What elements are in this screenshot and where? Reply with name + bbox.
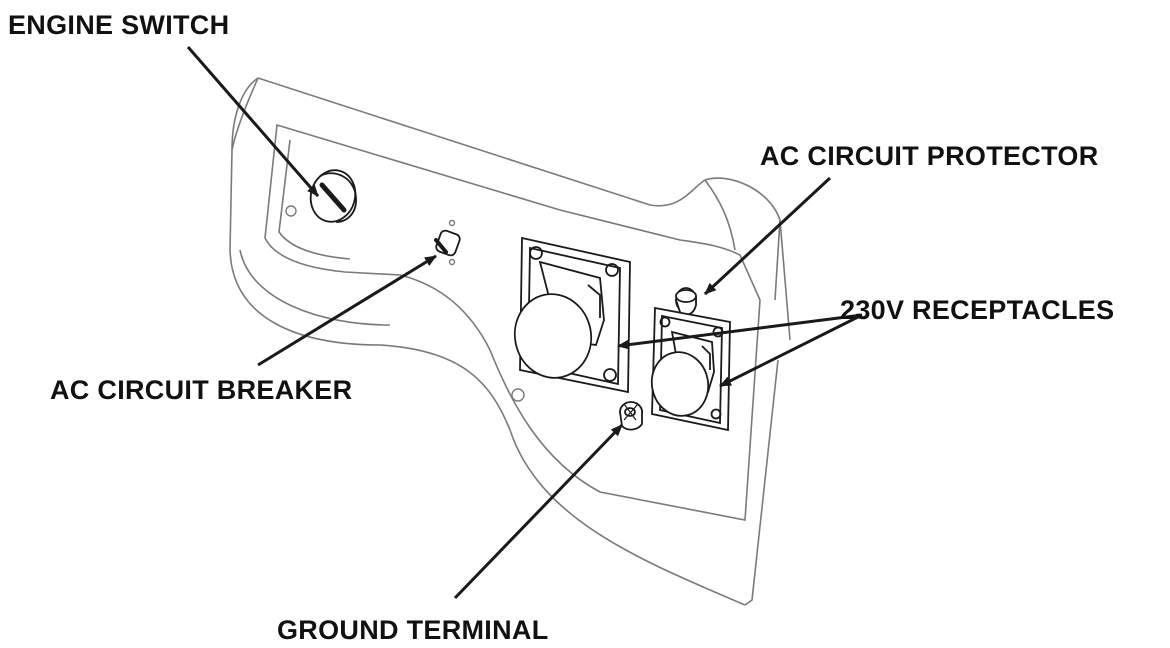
leader-receptacle-large bbox=[617, 313, 863, 350]
leader-lines bbox=[186, 46, 863, 600]
engine-switch-knob bbox=[309, 169, 357, 223]
leader-ac-circuit-breaker bbox=[257, 254, 437, 367]
label-receptacles: 230V RECEPTACLES bbox=[840, 295, 1115, 325]
leader-ac-circuit-protector bbox=[703, 176, 832, 296]
panel-face bbox=[264, 123, 761, 521]
leader-engine-switch bbox=[186, 46, 320, 197]
panel-holes bbox=[285, 205, 525, 402]
ac-circuit-breaker-toggle bbox=[434, 229, 461, 257]
ground-terminal bbox=[619, 401, 643, 431]
label-ground-terminal: GROUND TERMINAL bbox=[277, 615, 549, 645]
leader-receptacle-small bbox=[719, 313, 863, 388]
small-receptacle bbox=[650, 306, 731, 432]
label-engine-switch: ENGINE SWITCH bbox=[8, 10, 230, 40]
large-receptacle bbox=[513, 236, 631, 394]
ac-circuit-protector-button bbox=[675, 287, 697, 316]
leader-ground-terminal bbox=[453, 423, 624, 600]
label-ac-circuit-breaker: AC CIRCUIT BREAKER bbox=[50, 375, 353, 405]
panel-housing bbox=[229, 77, 791, 606]
label-ac-circuit-protector: AC CIRCUIT PROTECTOR bbox=[760, 141, 1099, 171]
